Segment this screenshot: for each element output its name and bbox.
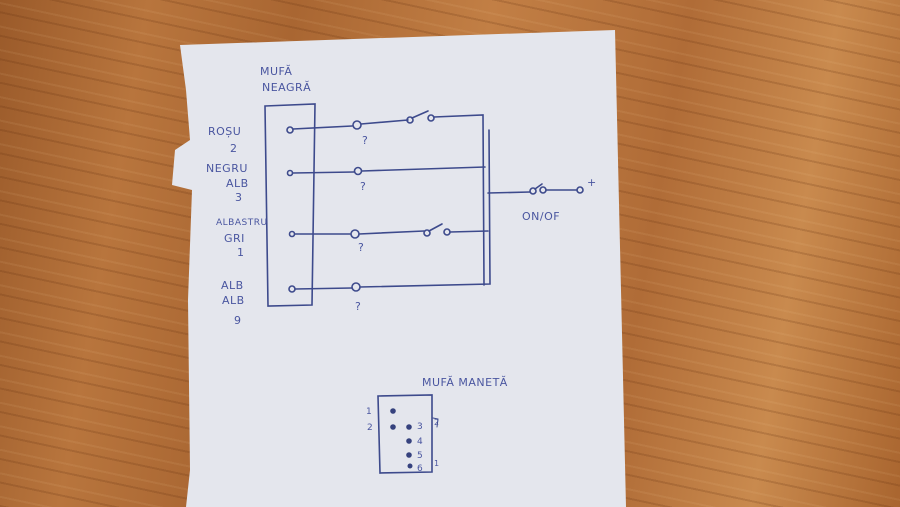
svg-text:ALB: ALB: [226, 177, 249, 190]
question-marks: ? ? ? ?: [355, 134, 368, 313]
svg-text:NEGRU: NEGRU: [206, 162, 248, 175]
svg-text:1: 1: [366, 407, 372, 417]
connector-title-line1: MUFĂ: [260, 65, 292, 78]
svg-text:3: 3: [417, 422, 423, 432]
svg-text:2: 2: [367, 423, 373, 433]
on-off-label: ON/OF: [522, 210, 560, 223]
svg-text:ALBASTRU: ALBASTRU: [216, 218, 268, 228]
svg-text:MUFĂ MANETĂ: MUFĂ MANETĂ: [422, 376, 508, 389]
svg-text:2: 2: [434, 418, 440, 427]
black-connector-box: MUFĂ NEAGRĂ: [260, 65, 316, 307]
svg-text:?: ?: [360, 180, 366, 193]
svg-text:5: 5: [417, 451, 423, 461]
plus-label: +: [587, 176, 597, 189]
svg-text:ALB: ALB: [221, 279, 244, 292]
svg-text:ALB: ALB: [222, 294, 245, 307]
svg-text:4: 4: [417, 437, 423, 447]
svg-text:9: 9: [234, 314, 242, 327]
svg-text:6: 6: [417, 464, 423, 474]
svg-text:3: 3: [235, 191, 243, 204]
svg-text:1: 1: [434, 459, 440, 468]
svg-text:?: ?: [358, 241, 364, 254]
svg-text:ROȘU: ROȘU: [208, 125, 241, 138]
svg-text:2: 2: [230, 142, 238, 155]
handle-connector: MUFĂ MANETĂ 1 2 3 4 5 6 2 1: [366, 376, 508, 474]
wire-labels: ROȘU 2 NEGRU ALB 3 ALBASTRU GRI 1 ALB AL…: [206, 125, 268, 327]
connector-title-line2: NEAGRĂ: [262, 81, 311, 94]
svg-text:?: ?: [362, 134, 368, 147]
paper: [172, 30, 626, 507]
svg-text:GRI: GRI: [224, 232, 245, 245]
svg-text:1: 1: [237, 246, 245, 259]
svg-text:?: ?: [355, 300, 361, 313]
wire-rows: [286, 110, 584, 293]
